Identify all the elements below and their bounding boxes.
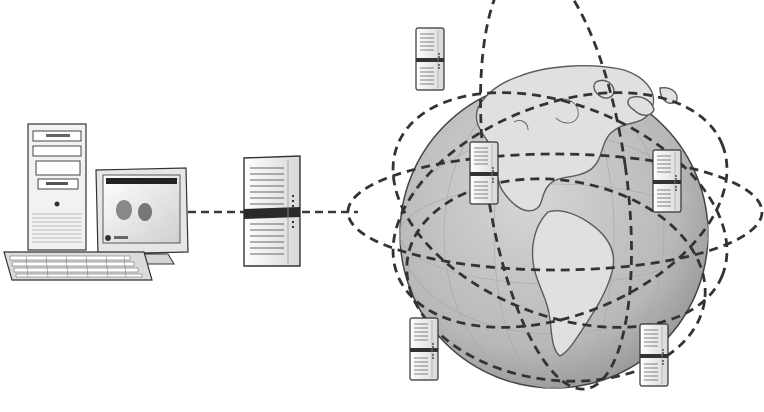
- computer-tower: [28, 124, 86, 250]
- server-tower-icon: [416, 28, 444, 90]
- computer-keyboard: [4, 252, 152, 280]
- server-tower-icon: [470, 142, 498, 204]
- server-tower-icon: [410, 318, 438, 380]
- server-tower-icon: [653, 150, 681, 212]
- server-tower-icon: [244, 156, 300, 266]
- server-tower-icon: [640, 324, 668, 386]
- desktop-computer-icon: [4, 124, 188, 280]
- computer-monitor: [96, 168, 188, 264]
